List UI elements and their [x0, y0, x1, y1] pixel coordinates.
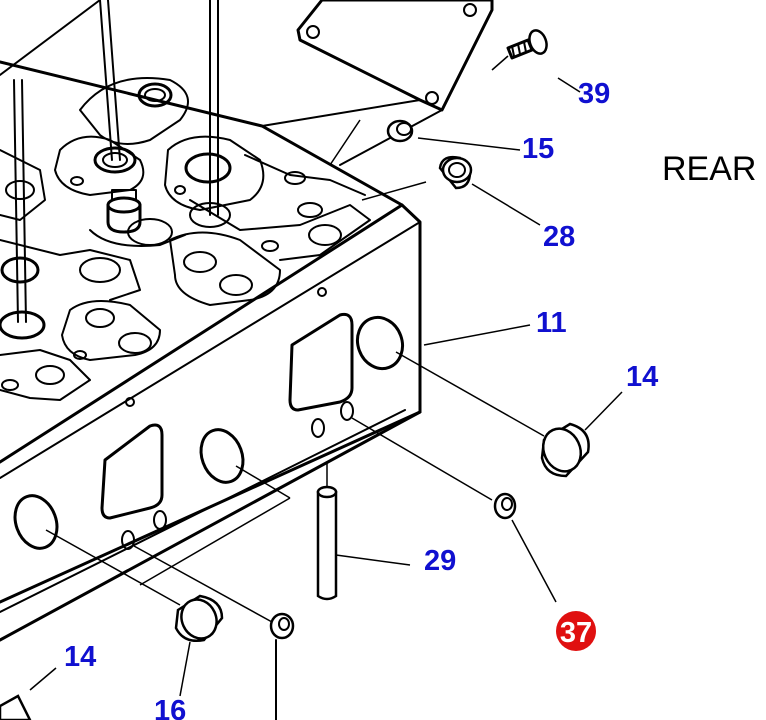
part-39-bolt: [491, 29, 548, 71]
direction-label-rear: REAR: [662, 150, 756, 188]
part-dowel-lower: [269, 612, 295, 720]
leader-lines: [29, 77, 623, 697]
part-15-dowel: [386, 119, 414, 143]
callout-labels: 39 15 28 11 14 29 37 14 16: [64, 78, 658, 720]
callout-37: 37: [560, 617, 592, 649]
callout-37-badge: 37: [556, 611, 596, 651]
callout-16: 16: [154, 695, 186, 720]
cylinder-head-block: [0, 0, 422, 642]
part-28-plug: [438, 155, 473, 190]
callout-28: 28: [543, 221, 575, 253]
part-29-pin: [316, 485, 338, 601]
callout-29: 29: [424, 545, 456, 577]
callout-39: 39: [578, 78, 610, 110]
callout-37-badge-circle: [556, 611, 596, 651]
part-37-dowel: [493, 492, 517, 520]
callout-14-front: 14: [64, 641, 96, 673]
callout-11: 11: [536, 307, 567, 339]
part-14-plug-rear: [540, 422, 590, 478]
callout-14-rear: 14: [626, 361, 658, 393]
part-14-plug-front: [0, 694, 32, 720]
part-16-plug: [174, 594, 224, 642]
callout-15: 15: [522, 133, 554, 165]
rear-cover-plate: [261, 0, 494, 166]
